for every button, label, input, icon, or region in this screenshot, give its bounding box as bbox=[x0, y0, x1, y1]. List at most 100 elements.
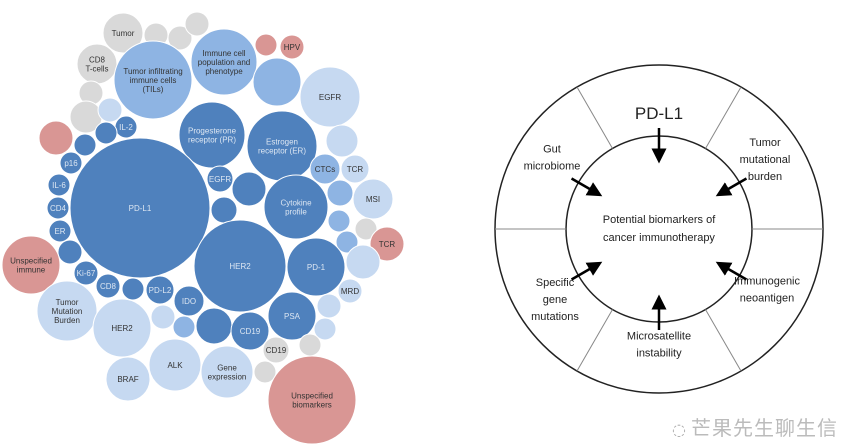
bubble-unlabeled bbox=[316, 293, 342, 319]
bubble-label: PD-1 bbox=[307, 263, 326, 272]
arrow-icon bbox=[570, 177, 603, 197]
bubble-p16 bbox=[59, 151, 83, 175]
bubble-label: IL-2 bbox=[119, 123, 133, 132]
bubble-unspecified-immune bbox=[1, 235, 61, 295]
bubble-label: BRAF bbox=[117, 375, 138, 384]
bubble-pd-l2 bbox=[145, 275, 175, 305]
bubble-label: MRD bbox=[341, 287, 359, 296]
bubble-label: EGFR bbox=[319, 93, 341, 102]
bubble-unlabeled bbox=[184, 11, 210, 37]
bubble-unlabeled bbox=[97, 97, 123, 123]
watermark-text: 芒果先生聊生信 bbox=[690, 416, 838, 440]
bubble-msi bbox=[352, 178, 394, 220]
bubble-unlabeled bbox=[38, 120, 74, 156]
bubble-label: HER2 bbox=[229, 262, 251, 271]
bubble-tumor-mutation-burden bbox=[36, 280, 98, 342]
bubble-egfr bbox=[206, 165, 234, 193]
bubble-label: Tumor bbox=[112, 29, 135, 38]
bubble-unlabeled bbox=[325, 124, 359, 158]
bubble-label: IL-6 bbox=[52, 181, 66, 190]
bubble-unlabeled bbox=[327, 209, 351, 233]
segment-label: PD-L1 bbox=[635, 104, 683, 123]
bubble-label: HER2 bbox=[111, 324, 133, 333]
bubble-tcr bbox=[369, 226, 405, 262]
arrow-icon bbox=[715, 177, 748, 197]
segment-divider bbox=[705, 309, 742, 372]
bubble-unlabeled bbox=[354, 217, 378, 241]
bubble-unlabeled bbox=[254, 33, 278, 57]
arrow-icon bbox=[715, 261, 748, 281]
bubble-unlabeled bbox=[326, 179, 354, 207]
bubble-unlabeled bbox=[335, 230, 359, 254]
segment-divider bbox=[576, 86, 613, 149]
bubble-tumor-infiltrating-immune-cells-tils bbox=[113, 40, 193, 120]
bubble-label: ALK bbox=[167, 361, 183, 370]
bubble-label: CD8 bbox=[100, 282, 117, 291]
bubble-er bbox=[48, 219, 72, 243]
segment-divider bbox=[705, 86, 742, 149]
bubble-psa bbox=[267, 291, 317, 341]
bubble-unlabeled bbox=[73, 133, 97, 157]
bubble-unspecified-biomarkers bbox=[267, 355, 357, 445]
bubble-ki-67 bbox=[73, 260, 99, 286]
bubble-her2 bbox=[193, 219, 287, 313]
bubble-hpv bbox=[279, 34, 305, 60]
bubble-gene-expression bbox=[200, 345, 254, 399]
bubble-unlabeled bbox=[252, 57, 302, 107]
bubble-alk bbox=[148, 338, 202, 392]
bubble-cd19 bbox=[230, 311, 270, 351]
wechat-icon: ◌ bbox=[672, 420, 687, 439]
bubble-cd19 bbox=[262, 336, 290, 364]
bubble-label: MSI bbox=[366, 195, 380, 204]
bubble-tumor bbox=[102, 12, 144, 54]
bubble-cd8 bbox=[95, 273, 121, 299]
bubble-ctcs bbox=[309, 153, 341, 185]
segment-pd-l1: PD-L1 bbox=[635, 104, 683, 164]
bubble-unlabeled bbox=[94, 121, 118, 145]
bubble-progesterone-receptor-pr bbox=[178, 101, 246, 169]
bubble-unlabeled bbox=[150, 304, 176, 330]
bubble-braf bbox=[105, 356, 151, 402]
bubble-il-6 bbox=[47, 173, 71, 197]
bubble-label: HPV bbox=[284, 43, 301, 52]
bubble-mrd bbox=[337, 278, 363, 304]
bubble-unlabeled bbox=[172, 315, 196, 339]
bubble-label: Ki-67 bbox=[77, 269, 96, 278]
bubble-unlabeled bbox=[121, 277, 145, 301]
bubble-cytokine-profile bbox=[263, 174, 329, 240]
bubble-label: PD-L1 bbox=[129, 204, 152, 213]
bubble-label: CTCs bbox=[315, 165, 335, 174]
bubble-label: CD19 bbox=[240, 327, 261, 336]
bubble-label: TCR bbox=[379, 240, 396, 249]
bubble-label: PSA bbox=[284, 312, 301, 321]
bubble-cd4 bbox=[46, 196, 70, 220]
bubble-pd-1 bbox=[286, 237, 346, 297]
inner-circle bbox=[565, 135, 753, 323]
arrow-icon bbox=[570, 261, 603, 281]
bubble-label: p16 bbox=[64, 159, 78, 168]
bubble-label: IDO bbox=[182, 297, 196, 306]
bubble-label: EGFR bbox=[209, 175, 231, 184]
bubble-her2 bbox=[92, 298, 152, 358]
bubble-label: PD-L2 bbox=[149, 286, 172, 295]
bubble-label: TCR bbox=[347, 165, 364, 174]
